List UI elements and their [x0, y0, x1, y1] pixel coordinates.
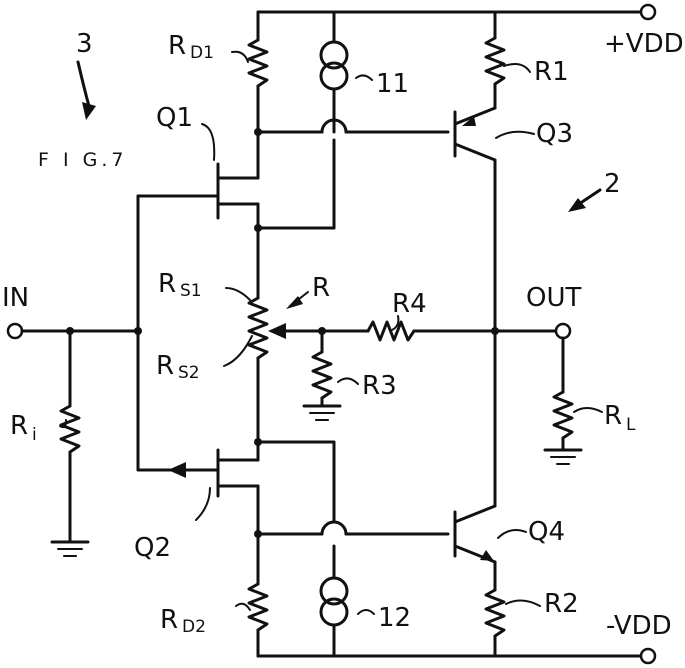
transistor-q4	[453, 329, 497, 564]
ri-subscript: i	[32, 425, 37, 445]
r4-label: R4	[392, 289, 427, 319]
q2-label: Q2	[134, 533, 171, 563]
transistor-q1	[136, 162, 260, 230]
rs1-subscript: S1	[180, 281, 202, 301]
r-pot-label: R	[312, 273, 330, 303]
fig2-arrow	[568, 188, 602, 212]
fig3-arrow	[76, 60, 96, 120]
leader-lines	[59, 50, 603, 615]
r3-label: R3	[362, 371, 397, 401]
pot-wiper	[268, 291, 324, 339]
current-source-12	[319, 544, 349, 658]
rs2-subscript: S2	[178, 363, 200, 383]
resistor-r3	[302, 329, 342, 421]
rs1-label: R	[158, 269, 176, 299]
resistor-rs1-rs2	[247, 226, 269, 444]
rd1-subscript: D1	[190, 43, 214, 63]
vdd-neg-terminal[interactable]	[639, 647, 657, 665]
resistor-r2	[484, 560, 506, 658]
rd2-label: R	[160, 605, 178, 635]
input-label: IN	[2, 283, 29, 313]
ri-label: R	[10, 411, 28, 441]
rs2-label: R	[156, 351, 174, 381]
resistor-rd1	[247, 10, 269, 178]
resistor-rl	[543, 336, 583, 465]
figure-caption: F I G.7	[38, 149, 127, 171]
vdd-pos-label: +VDD	[604, 29, 684, 59]
rl-subscript: L	[626, 415, 636, 435]
q4-label: Q4	[528, 517, 565, 547]
cs11-label: 11	[376, 69, 409, 99]
output-terminal[interactable]	[554, 322, 572, 340]
wire-q4-base	[256, 520, 450, 536]
rd2-subscript: D2	[182, 617, 206, 637]
vdd-pos-terminal[interactable]	[639, 3, 657, 21]
q3-label: Q3	[536, 119, 573, 149]
r2-label: R2	[544, 589, 579, 619]
figure-ref-2: 2	[604, 169, 621, 199]
r1-label: R1	[534, 57, 569, 87]
figure-ref-3: 3	[76, 29, 93, 59]
input-terminal[interactable]	[6, 322, 24, 340]
rd1-label: R	[168, 31, 186, 61]
resistor-r4	[320, 320, 562, 342]
rl-label: R	[604, 401, 622, 431]
current-source-11	[319, 10, 349, 134]
transistor-q2	[136, 440, 260, 536]
resistor-ri	[50, 329, 90, 557]
transistor-q3	[453, 106, 497, 332]
q1-label: Q1	[156, 103, 193, 133]
output-label: OUT	[526, 283, 581, 313]
resistor-r1	[484, 10, 506, 110]
vdd-neg-label: -VDD	[606, 611, 672, 641]
cs12-label: 12	[378, 603, 411, 633]
wire-q3-base	[256, 118, 450, 134]
resistor-rd2	[247, 532, 269, 658]
